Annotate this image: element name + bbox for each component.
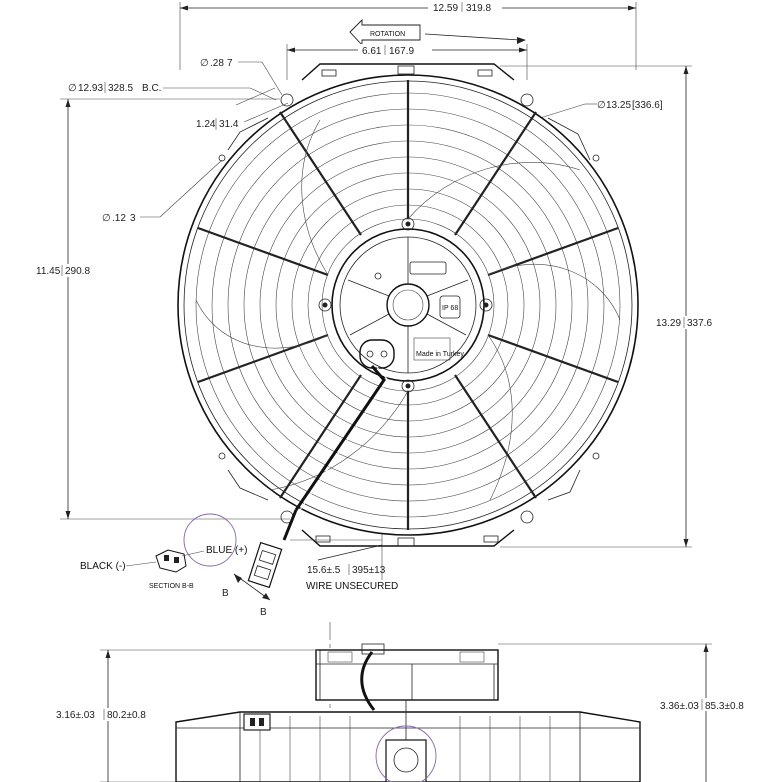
wire-note: WIRE UNSECURED — [306, 581, 398, 592]
bolt-circle-dimension: ∅ 12.93 328.5 B.C. — [68, 82, 277, 101]
shroud-dia-value: 13.25 — [606, 100, 631, 111]
height-right-mm: 337.6 — [687, 318, 712, 329]
depth-left-mm: 80.2±0.8 — [107, 710, 146, 721]
mount-spacing-dimension: 6.61 167.9 — [286, 44, 528, 80]
diameter-icon: ∅ — [200, 58, 209, 69]
fan-front-view: IP 68 Made in Turkey — [177, 63, 639, 547]
tab-width-mm: 31.4 — [219, 119, 239, 130]
overall-width-value: 12.59 — [433, 3, 458, 14]
detail-circle — [183, 513, 237, 567]
made-in-label: Made in Turkey — [416, 351, 464, 358]
tab-width-value: 1.24 — [196, 119, 216, 130]
shroud-dia-mm: [336.6] — [632, 100, 663, 111]
shroud-dia-dimension: ∅ 13.25 [336.6] — [539, 100, 663, 119]
depth-right-dimension: 3.36±.03 85.3±0.8 — [498, 643, 762, 782]
height-left-mm: 290.8 — [65, 266, 90, 277]
blue-wire-label: BLUE (+) — [206, 545, 247, 556]
tab-width-dimension: 1.24 31.4 — [196, 87, 289, 130]
hole-dia-value: .28 — [210, 58, 224, 69]
diameter-icon: ∅ — [68, 83, 77, 94]
wire-length-dimension: 15.6±.5 395±13 WIRE UNSECURED — [290, 534, 398, 592]
mount-hole — [520, 93, 534, 107]
small-hole-mm: 3 — [130, 213, 136, 224]
diameter-icon: ∅ — [597, 100, 606, 111]
wire-length-value: 15.6±.5 — [307, 565, 341, 576]
rotation-label: ROTATION — [370, 31, 405, 38]
depth-left-value: 3.16±.03 — [56, 710, 95, 721]
bolt-circle-value: 12.93 — [78, 83, 103, 94]
section-marker: B B — [222, 573, 271, 618]
height-left-value: 11.45 — [36, 266, 61, 277]
depth-right-value: 3.36±.03 — [660, 701, 699, 712]
height-right-value: 13.29 — [656, 318, 681, 329]
section-bb-icon — [155, 549, 187, 573]
overall-width-dimension: 12.59 319.8 — [179, 0, 637, 70]
wire-connector — [247, 541, 283, 589]
section-mark-left: B — [222, 588, 229, 599]
diameter-icon: ∅ — [102, 213, 111, 224]
hole-dia-mm: 7 — [227, 58, 233, 69]
mount-hole — [520, 510, 534, 524]
rotation-arrow: ROTATION — [349, 18, 421, 47]
hole-dia-dimension: ∅ .28 7 — [200, 58, 283, 96]
fan-side-view — [175, 643, 641, 782]
small-hole-value: .12 — [112, 213, 126, 224]
height-right-dimension: 13.29 337.6 — [500, 65, 719, 548]
small-hole-dimension: ∅ .12 3 — [102, 159, 223, 224]
black-wire-label: BLACK (-) — [80, 561, 126, 572]
depth-right-mm: 85.3±0.8 — [705, 701, 744, 712]
overall-width-mm: 319.8 — [466, 3, 491, 14]
mount-hole — [280, 93, 294, 107]
bolt-circle-mm: 328.5 — [108, 83, 133, 94]
section-mark-right: B — [260, 607, 267, 618]
depth-left-dimension: 3.16±.03 80.2±0.8 — [50, 649, 318, 782]
mount-spacing-value: 6.61 — [362, 46, 382, 57]
section-label: SECTION B-B — [149, 583, 194, 590]
bolt-circle-suffix: B.C. — [142, 83, 161, 94]
wire-length-mm: 395±13 — [352, 565, 386, 576]
height-left-dimension: 11.45 290.8 — [34, 98, 290, 520]
mount-spacing-mm: 167.9 — [389, 46, 414, 57]
ip-rating-label: IP 68 — [442, 305, 458, 312]
